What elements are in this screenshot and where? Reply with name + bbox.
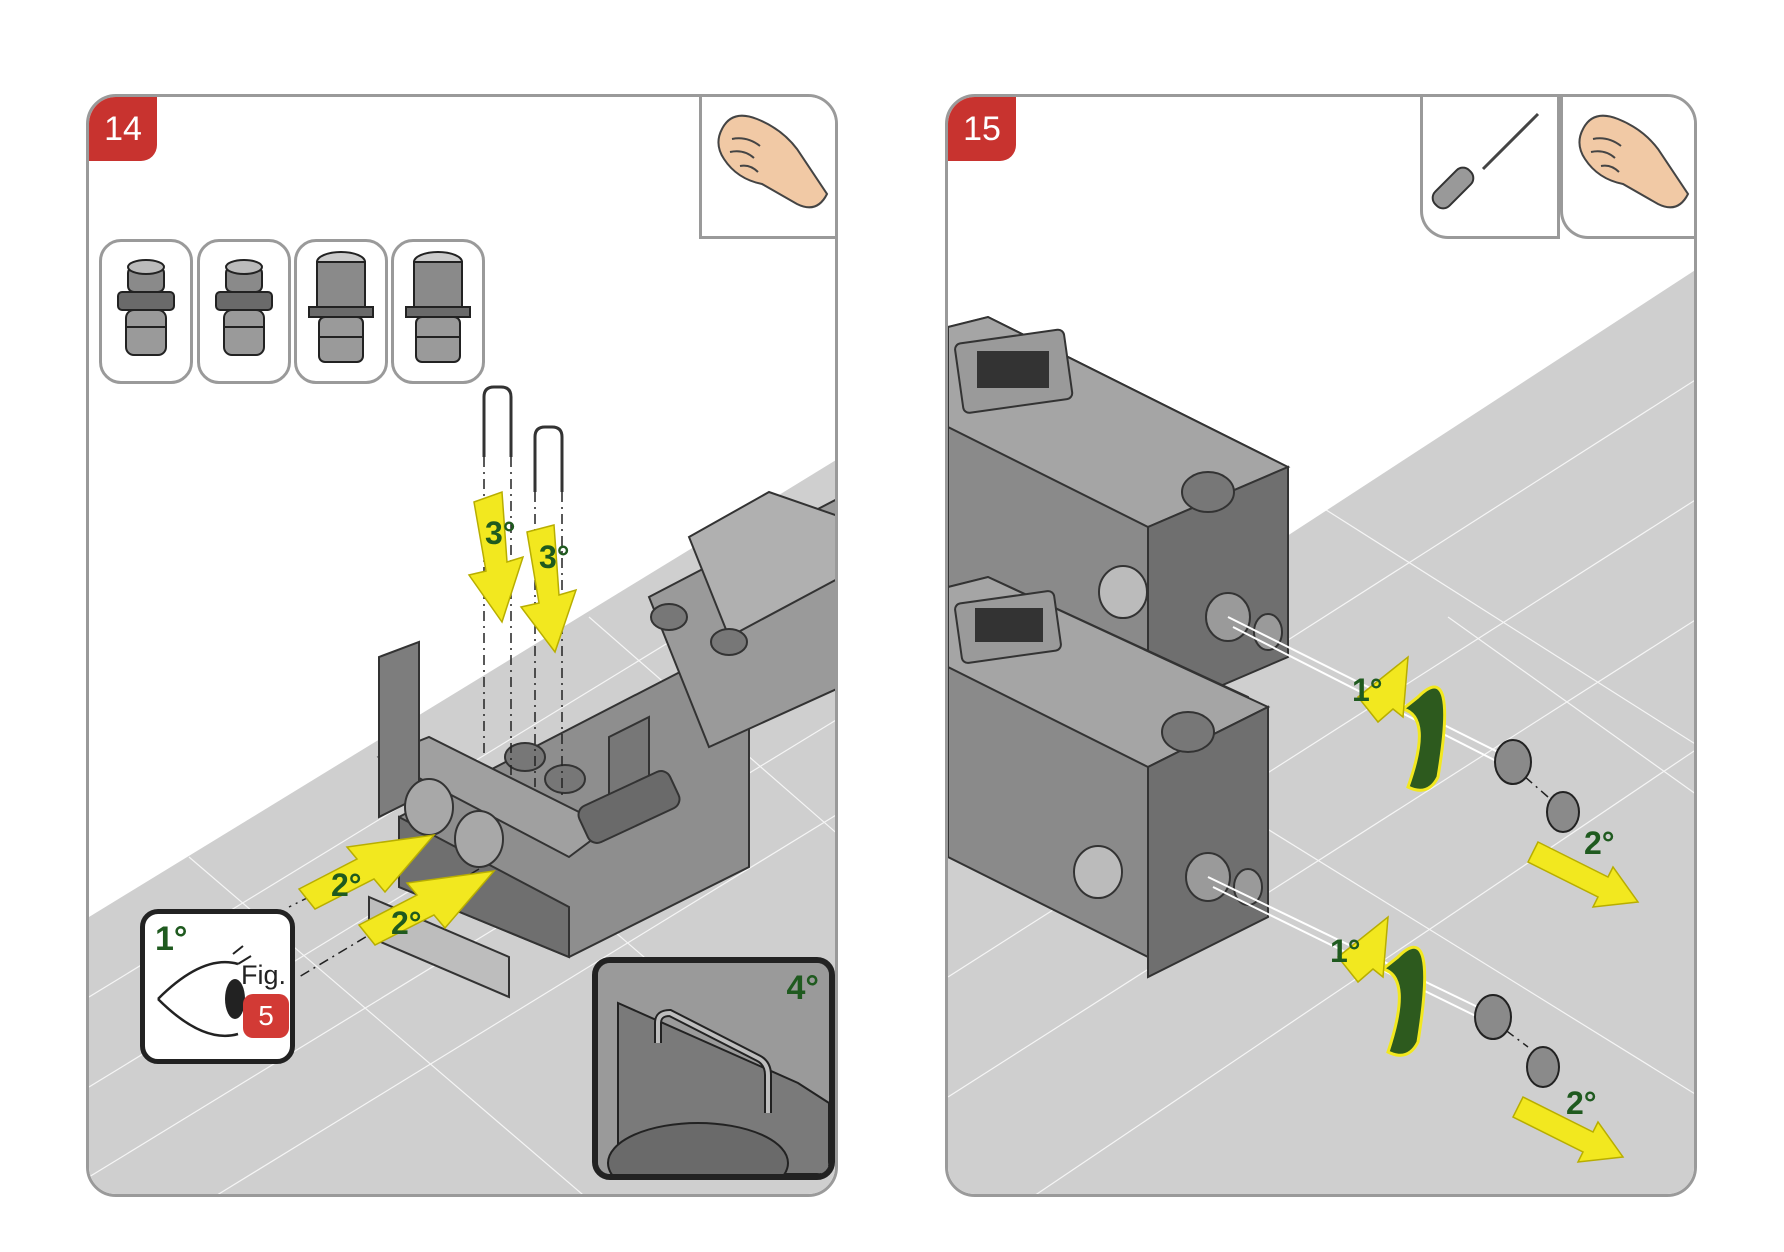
tool-box-hand	[1560, 97, 1694, 239]
tool-box-screwdriver	[1420, 97, 1560, 239]
clip-a-label: 3°	[485, 515, 516, 551]
detail-inset: 4°	[592, 957, 835, 1180]
screwdriver-icon	[1431, 112, 1540, 210]
step-14-panel: 14	[86, 94, 838, 1197]
lower-pull-label: 2°	[1566, 1085, 1597, 1121]
fitting-b-label: 2°	[391, 905, 422, 941]
step-15-illustration	[948, 270, 1694, 1194]
figure-text: Fig.	[241, 960, 287, 990]
step-number-badge: 15	[948, 97, 1016, 161]
hand-icon	[717, 114, 829, 209]
eye-icon	[157, 945, 252, 1038]
parts-cell-4	[391, 239, 485, 384]
figure-step-label: 1°	[155, 920, 188, 958]
figure-number-badge: 5	[243, 994, 289, 1038]
hand-icon	[1578, 114, 1690, 209]
parts-cell-1	[99, 239, 193, 384]
tool-box	[699, 97, 835, 239]
step-15-panel: 15 1° 2° 1° 2°	[945, 94, 1697, 1197]
lower-rotate-label: 1°	[1330, 933, 1361, 969]
upper-pull-label: 2°	[1584, 825, 1615, 861]
upper-rotate-label: 1°	[1352, 672, 1383, 708]
parts-cell-3	[294, 239, 388, 384]
fitting-a-label: 2°	[331, 867, 362, 903]
figure-reference-box: 1° Fig. 5	[140, 909, 295, 1064]
parts-cell-2	[197, 239, 291, 384]
connector-fitting-icon	[308, 251, 374, 363]
cap-plug-icon	[117, 259, 175, 356]
cap-plug-icon	[215, 259, 273, 356]
detail-step-label: 4°	[786, 969, 819, 1007]
step-number-badge: 14	[89, 97, 157, 161]
clip-b-label: 3°	[539, 539, 570, 575]
lower-pump	[948, 575, 1271, 979]
connector-fitting-icon	[405, 251, 471, 363]
clip-detail-illustration	[598, 963, 829, 1174]
